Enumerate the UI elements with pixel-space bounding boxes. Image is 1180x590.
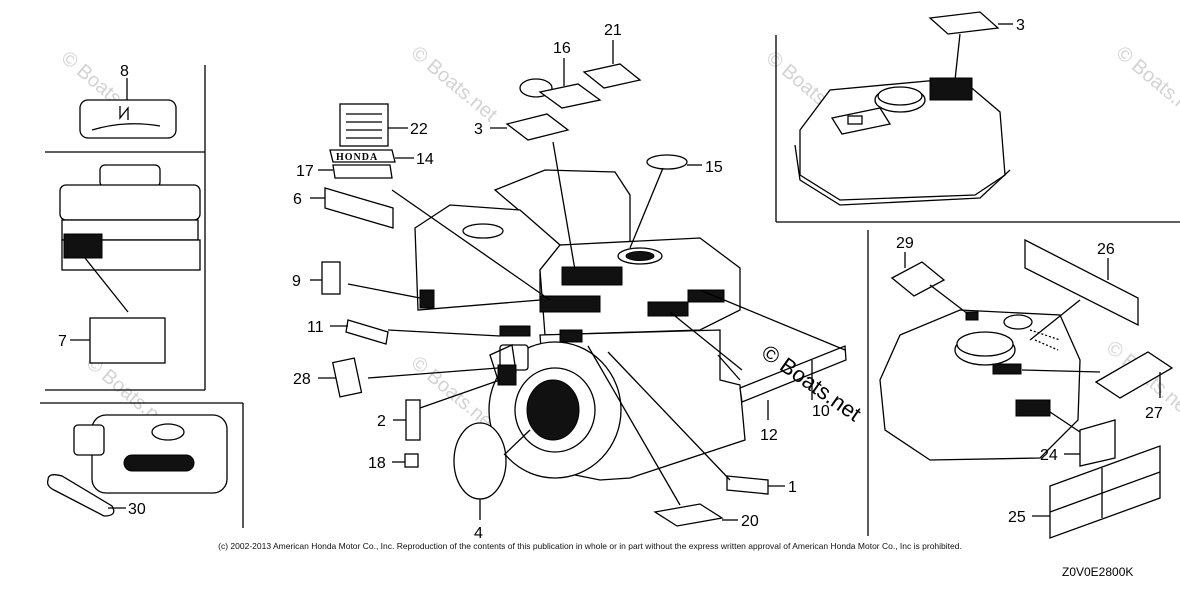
- callout-1: 1: [788, 479, 797, 496]
- callout-11: 11: [307, 319, 324, 336]
- callout-12: 12: [760, 427, 778, 444]
- callout-21: 21: [604, 22, 622, 39]
- callout-22: 22: [410, 121, 428, 138]
- callout-8: 8: [120, 63, 129, 80]
- engine-body: [414, 169, 746, 481]
- callout-18: 18: [368, 455, 386, 472]
- choke-label-8: 8: [79, 63, 177, 139]
- right-bottom-panel: 29 26 27 24 25: [867, 230, 1174, 539]
- callout-2: 2: [377, 413, 386, 430]
- air-cleaner-30: 30: [46, 414, 228, 518]
- watermark: © Boats.net: [407, 42, 502, 126]
- callout-30: 30: [128, 501, 146, 518]
- left-panel-borders: [40, 65, 244, 528]
- callout-15: 15: [705, 159, 723, 176]
- callout-9: 9: [292, 273, 301, 290]
- callout-16: 16: [553, 40, 571, 57]
- air-cleaner-7: 7: [58, 164, 201, 364]
- right-top-panel: 3: [775, 11, 1180, 223]
- callout-25: 25: [1008, 509, 1026, 526]
- callout-14: 14: [416, 151, 434, 168]
- diagram-code: Z0V0E2800K: [1062, 565, 1134, 579]
- callout-29: 29: [896, 235, 914, 252]
- callout-20: 20: [741, 513, 759, 530]
- callout-28: 28: [293, 371, 311, 388]
- callout-26: 26: [1097, 241, 1115, 258]
- callout-17: 17: [296, 163, 314, 180]
- callout-10: 10: [812, 403, 830, 420]
- copyright-notice: (c) 2002-2013 American Honda Motor Co., …: [218, 541, 962, 551]
- watermark: © Boats.net: [1112, 42, 1180, 126]
- engine-labels: 22 HONDA 14 17 6 9 11 28 2: [292, 22, 866, 542]
- callout-27: 27: [1145, 405, 1163, 422]
- callout-24: 24: [1040, 447, 1058, 464]
- callout-6: 6: [293, 191, 302, 208]
- callout-3: 3: [1016, 17, 1025, 34]
- honda-brand-text: HONDA: [336, 152, 378, 163]
- callout-4: 4: [474, 525, 483, 542]
- callout-3: 3: [474, 121, 483, 138]
- callout-7: 7: [58, 333, 67, 350]
